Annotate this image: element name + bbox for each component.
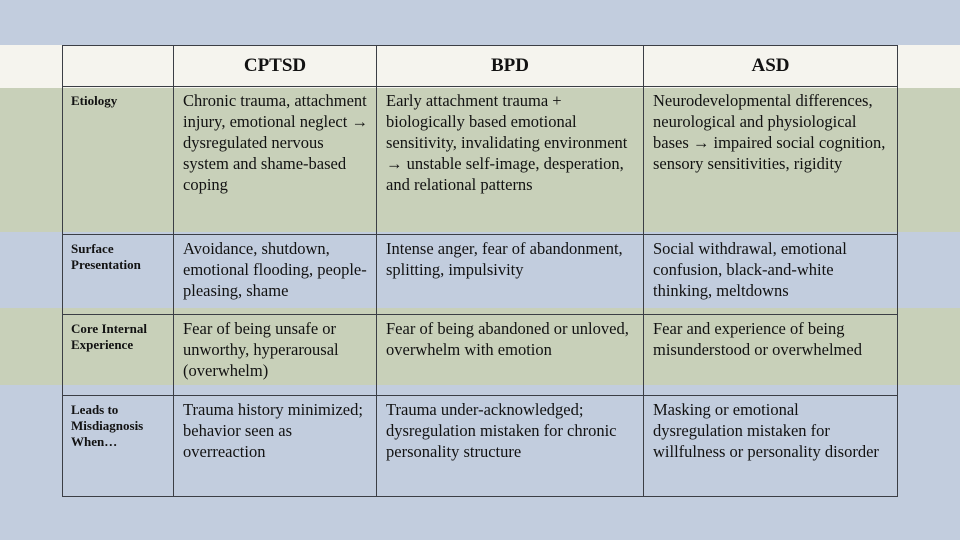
cell-surface-bpd: Intense anger, fear of abandonment, spli… <box>376 234 644 315</box>
cell-core-cptsd: Fear of being unsafe or unworthy, hypera… <box>173 314 377 396</box>
row-label-etiology: Etiology <box>62 86 174 235</box>
cell-etiology-cptsd: Chronic trauma, attachment injury, emoti… <box>173 86 377 235</box>
table-row-misdiagnosis: Leads to Misdiagnosis When… Trauma histo… <box>62 395 898 497</box>
table-header-row: CPTSD BPD ASD <box>62 45 898 87</box>
table-row-core-internal-experience: Core Internal Experience Fear of being u… <box>62 314 898 396</box>
column-header-cptsd: CPTSD <box>173 45 377 87</box>
cell-surface-asd: Social withdrawal, emotional confusion, … <box>643 234 898 315</box>
cell-etiology-bpd: Early attachment trauma + biologically b… <box>376 86 644 235</box>
cell-etiology-asd: Neurodevelopmental differences, neurolog… <box>643 86 898 235</box>
comparison-table: CPTSD BPD ASD Etiology Chronic trauma, a… <box>62 45 898 497</box>
cell-core-asd: Fear and experience of being misundersto… <box>643 314 898 396</box>
cell-misdiagnosis-cptsd: Trauma history minimized; behavior seen … <box>173 395 377 497</box>
corner-cell <box>62 45 174 87</box>
row-label-core-internal-experience: Core Internal Experience <box>62 314 174 396</box>
cell-surface-cptsd: Avoidance, shutdown, emotional flooding,… <box>173 234 377 315</box>
table-row-surface-presentation: Surface Presentation Avoidance, shutdown… <box>62 234 898 315</box>
table-row-etiology: Etiology Chronic trauma, attachment inju… <box>62 86 898 235</box>
row-label-misdiagnosis: Leads to Misdiagnosis When… <box>62 395 174 497</box>
cell-misdiagnosis-asd: Masking or emotional dysregulation mista… <box>643 395 898 497</box>
column-header-asd: ASD <box>643 45 898 87</box>
column-header-bpd: BPD <box>376 45 644 87</box>
cell-misdiagnosis-bpd: Trauma under-acknowledged; dysregulation… <box>376 395 644 497</box>
row-label-surface-presentation: Surface Presentation <box>62 234 174 315</box>
cell-core-bpd: Fear of being abandoned or unloved, over… <box>376 314 644 396</box>
